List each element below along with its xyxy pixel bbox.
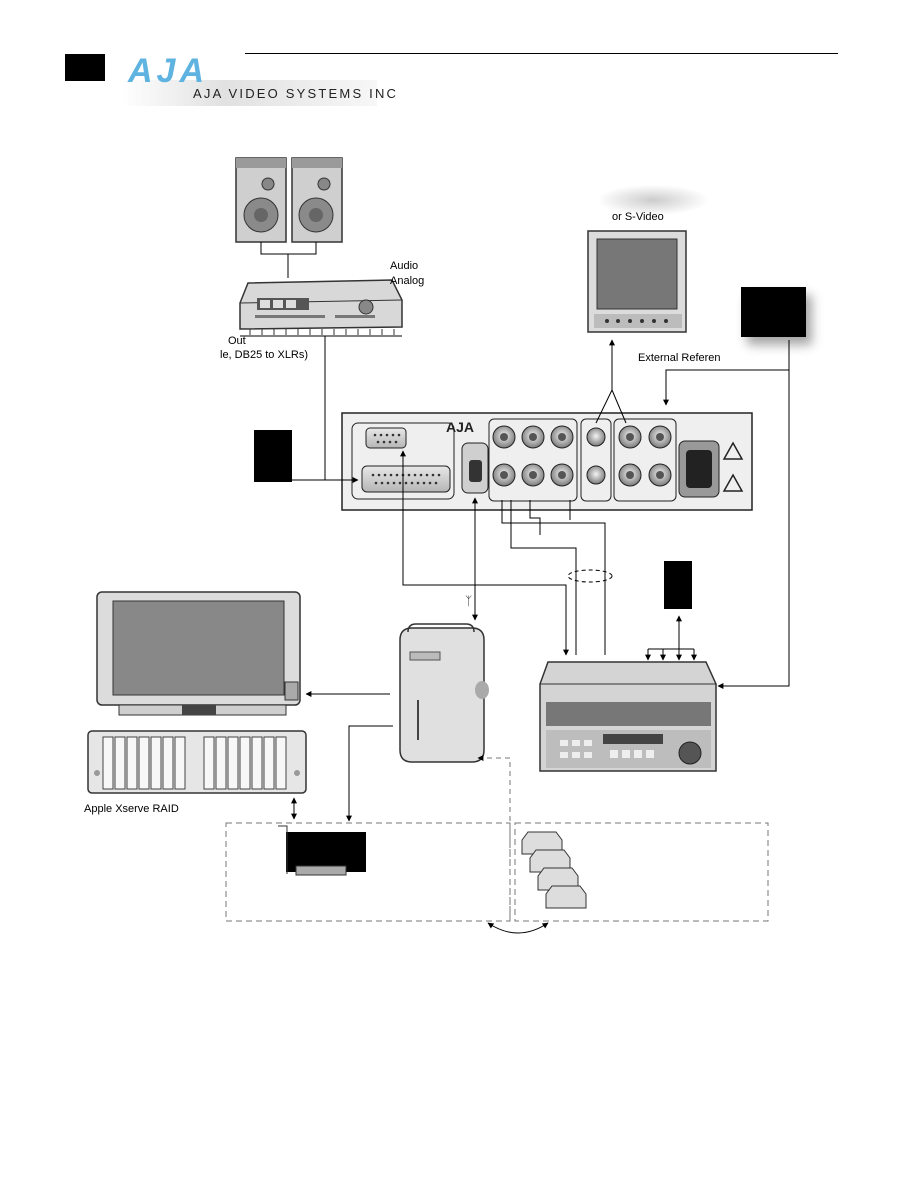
- option-box-left: [225, 822, 511, 922]
- swap-arrow: [487, 922, 549, 934]
- audio-mixer: [239, 279, 403, 337]
- video-monitor: [587, 230, 687, 333]
- panel-brand: AJA: [446, 419, 474, 435]
- xserve-raid-label: Apple Xserve RAID: [84, 803, 179, 815]
- speakers: [235, 157, 343, 278]
- xserve-raid: [87, 730, 307, 794]
- dashed-link: [477, 755, 511, 920]
- page-number-tab: [65, 54, 105, 81]
- redacted-label-deck: [664, 561, 692, 609]
- company-name: AJA VIDEO SYSTEMS INC: [193, 86, 399, 101]
- svideo-port-2: [586, 465, 606, 485]
- db25-connector: [361, 465, 451, 493]
- option-box-right: [514, 822, 769, 922]
- pcie-card: [278, 825, 366, 876]
- cables: [287, 336, 790, 822]
- hd-television: [96, 591, 301, 716]
- apple-logo: [475, 681, 489, 699]
- video-deck: [539, 661, 717, 772]
- analog-label: Analog: [390, 275, 425, 287]
- svideo-port-1: [586, 427, 606, 447]
- mac-pro: [399, 623, 489, 763]
- cable-label: le, DB25 to XLRs): [220, 349, 309, 361]
- svideo-label: or S-Video: [612, 211, 664, 223]
- firewire-icon: ᛉ: [465, 594, 472, 608]
- out-label: Out: [228, 335, 246, 347]
- audio-label: Audio: [390, 260, 419, 272]
- redacted-label-audio: [254, 430, 292, 482]
- logo-shade: [122, 80, 377, 106]
- drive-modules: [521, 831, 587, 909]
- redacted-label-sync: [741, 287, 806, 337]
- header-rule: [245, 53, 838, 54]
- external-reference-label: External Referen: [638, 352, 721, 364]
- warning-icon: [722, 441, 744, 460]
- label-haze: [598, 185, 708, 215]
- aja-logo: AJA: [128, 52, 209, 90]
- rs422-connector: [365, 427, 407, 449]
- caution-icon: [722, 473, 744, 492]
